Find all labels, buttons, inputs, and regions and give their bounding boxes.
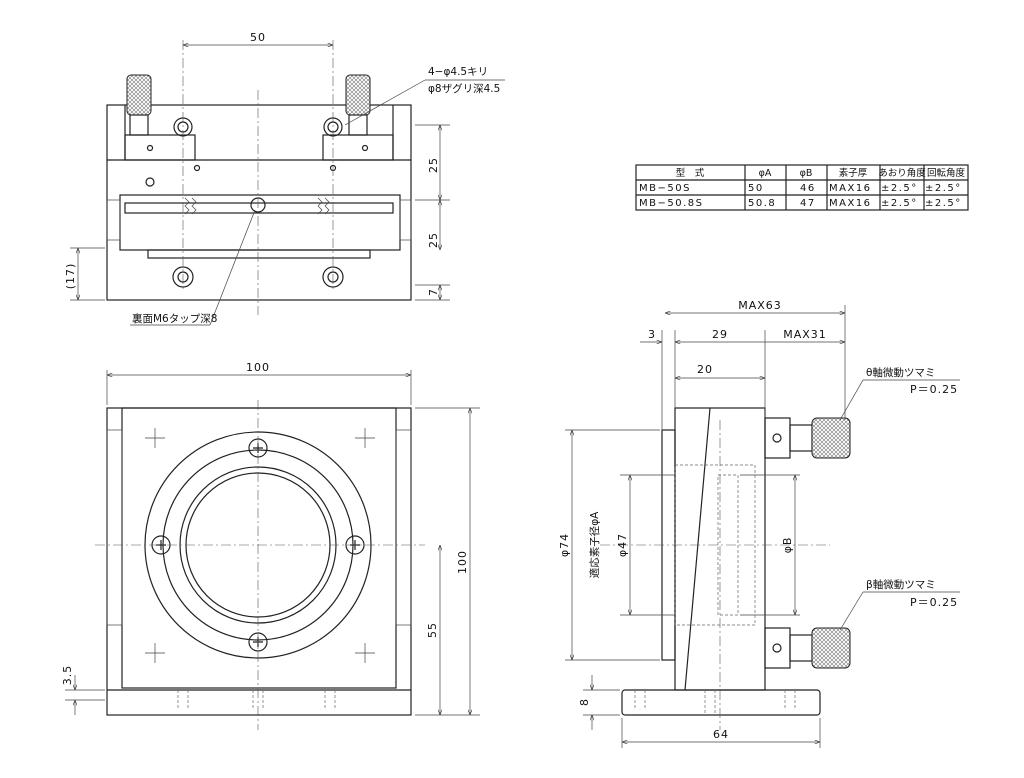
dim-64: 64	[713, 728, 729, 741]
dim-right-3: 7	[427, 288, 440, 296]
table-cell: ±2.5°	[881, 183, 918, 194]
table-cell: MAX16	[829, 183, 872, 194]
table-header: 素子厚	[839, 167, 868, 179]
table-cell: 50	[748, 183, 764, 194]
table-row: MB−50S 50 46 MAX16 ±2.5° ±2.5°	[639, 183, 962, 194]
spec-table: 型 式 φA φB 素子厚 あおり角度 回転角度 MB−50S 50 46 MA…	[635, 164, 969, 211]
table-cell: ±2.5°	[925, 198, 962, 209]
top-view: 50 4−φ4.5キリ φ8ザグリ深4.5 25 25 7 (17) 裏面M6タ…	[64, 31, 505, 326]
dim-phi74: φ74	[558, 533, 571, 557]
table-cell: ±2.5°	[925, 183, 962, 194]
dim-20: 20	[697, 363, 713, 376]
front-view: 100 100 55 3.5	[61, 361, 480, 730]
knob-icon	[126, 74, 152, 116]
table-cell: 46	[800, 183, 816, 194]
table-header: 型 式	[676, 167, 705, 179]
dim-front-center: 55	[426, 622, 439, 638]
dim-phiB: φB	[781, 537, 794, 554]
side-view: MAX63 3 29 MAX31 20 φ74 適応素子径φA φ47 φB 8…	[558, 299, 960, 748]
dim-right-1: 25	[427, 157, 440, 173]
tap-note: 裏面M6タップ深8	[132, 312, 217, 325]
dim-front-width: 100	[246, 361, 270, 374]
table-header: φB	[800, 168, 813, 179]
dim-max63: MAX63	[738, 299, 782, 312]
dim-front-height: 100	[456, 550, 469, 574]
beta-knob-icon	[811, 627, 851, 669]
table-cell: MB−50S	[639, 183, 691, 194]
dim-element: 適応素子径φA	[588, 511, 601, 578]
dim-phi47: φ47	[616, 533, 629, 557]
dim-right-2: 25	[427, 232, 440, 248]
table-cell: MB−50.8S	[639, 198, 703, 209]
beta-pitch: P＝0.25	[910, 596, 958, 609]
theta-knob-icon	[811, 417, 851, 459]
table-cell: 47	[800, 198, 816, 209]
theta-knob-label: θ軸微動ツマミ	[866, 366, 935, 379]
theta-pitch: P＝0.25	[910, 383, 958, 396]
hole-note-1: 4−φ4.5キリ	[428, 66, 488, 78]
table-cell: ±2.5°	[881, 198, 918, 209]
spring-icon	[184, 197, 330, 215]
dim-max31: MAX31	[783, 328, 827, 341]
knob-icon	[345, 74, 371, 116]
dim-3: 3	[648, 328, 656, 341]
dim-side-base: 8	[578, 698, 591, 706]
dim-front-base: 3.5	[61, 665, 74, 686]
table-header: あおり角度	[878, 167, 926, 179]
table-cell: 50.8	[748, 198, 776, 209]
table-header: 回転角度	[927, 167, 966, 179]
beta-knob-label: β軸微動ツマミ	[866, 578, 936, 591]
table-row: MB−50.8S 50.8 47 MAX16 ±2.5° ±2.5°	[639, 198, 962, 209]
dim-29: 29	[712, 328, 728, 341]
hole-note-2: φ8ザグリ深4.5	[428, 82, 500, 95]
dim-left: (17)	[64, 263, 77, 290]
table-cell: MAX16	[829, 198, 872, 209]
dim-top-width: 50	[250, 31, 266, 44]
table-header: φA	[759, 168, 772, 179]
